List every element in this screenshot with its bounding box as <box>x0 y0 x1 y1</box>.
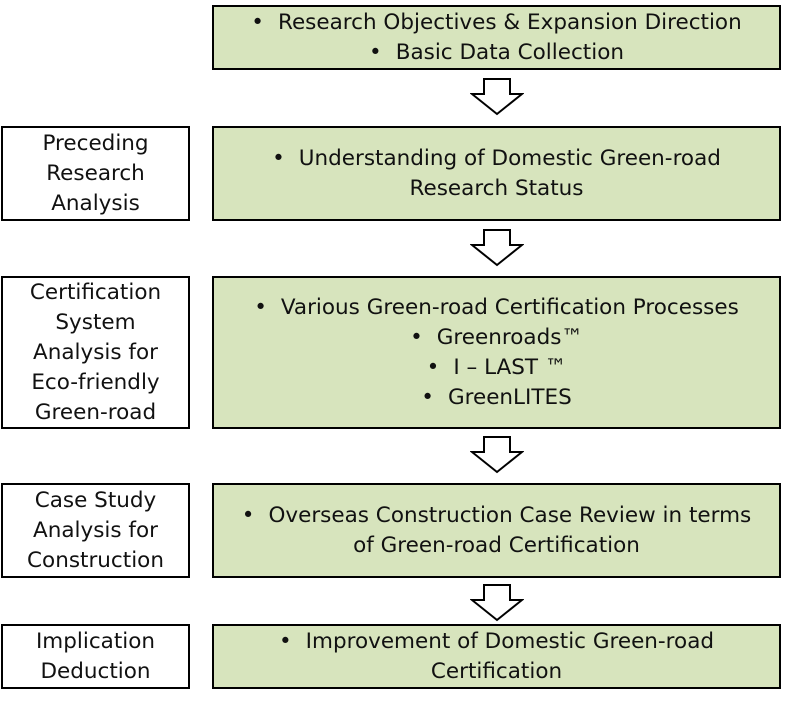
label-line: Eco-friendly <box>31 369 160 395</box>
content-line: •GreenLITES <box>421 384 572 410</box>
step-4-label-box: Case Study Analysis for Construction <box>1 483 190 578</box>
label-line: Analysis for <box>33 339 158 365</box>
down-arrow-icon <box>470 584 524 622</box>
bullet-icon: • <box>369 39 382 65</box>
label-line: Deduction <box>40 658 151 684</box>
content-line: •I – LAST ™ <box>426 354 567 380</box>
label-line: Certification <box>29 279 162 305</box>
bullet-icon: • <box>410 324 423 350</box>
label-line: Analysis for <box>33 517 158 543</box>
label-line: Green-road <box>34 399 157 425</box>
label-line: System <box>55 309 136 335</box>
step-3-content-box: •Various Green-road Certification Proces… <box>212 276 781 429</box>
content-line: Certification <box>430 658 563 684</box>
label-line: Implication <box>35 628 156 654</box>
step-3-label-box: Certification System Analysis for Eco-fr… <box>1 276 190 429</box>
bullet-icon: • <box>254 294 267 320</box>
bullet-icon: • <box>278 628 292 654</box>
label-line: Analysis <box>51 190 140 216</box>
content-line: Research Status <box>409 175 584 201</box>
step-2-label-box: Preceding Research Analysis <box>1 126 190 221</box>
bullet-icon: • <box>272 145 285 171</box>
step-2-content-box: •Understanding of Domestic Green-road Re… <box>212 126 781 221</box>
bullet-icon: • <box>241 502 255 528</box>
down-arrow-icon <box>470 436 524 474</box>
content-line: •Research Objectives & Expansion Directi… <box>251 9 742 35</box>
step-4-content-box: •Overseas Construction Case Review in te… <box>212 483 781 578</box>
label-line: Research <box>46 160 145 186</box>
content-line: •Various Green-road Certification Proces… <box>254 294 739 320</box>
content-line: •Understanding of Domestic Green-road <box>272 145 721 171</box>
bullet-icon: • <box>426 354 440 380</box>
content-line: •Improvement of Domestic Green-road <box>278 628 715 654</box>
label-line: Construction <box>27 547 164 573</box>
content-line: •Basic Data Collection <box>369 39 624 65</box>
bullet-icon: • <box>251 9 264 35</box>
step-5-content-box: •Improvement of Domestic Green-road Cert… <box>212 624 781 689</box>
down-arrow-icon <box>470 78 524 116</box>
label-line: Case Study <box>34 487 157 513</box>
down-arrow-icon <box>470 229 524 267</box>
label-line: Preceding <box>42 130 149 156</box>
content-line: •Greenroads™ <box>410 324 583 350</box>
content-line: •Overseas Construction Case Review in te… <box>241 502 752 528</box>
bullet-icon: • <box>421 384 434 410</box>
step-1-content-box: •Research Objectives & Expansion Directi… <box>212 5 781 70</box>
step-5-label-box: Implication Deduction <box>1 624 190 689</box>
content-line: of Green-road Certification <box>353 532 640 558</box>
